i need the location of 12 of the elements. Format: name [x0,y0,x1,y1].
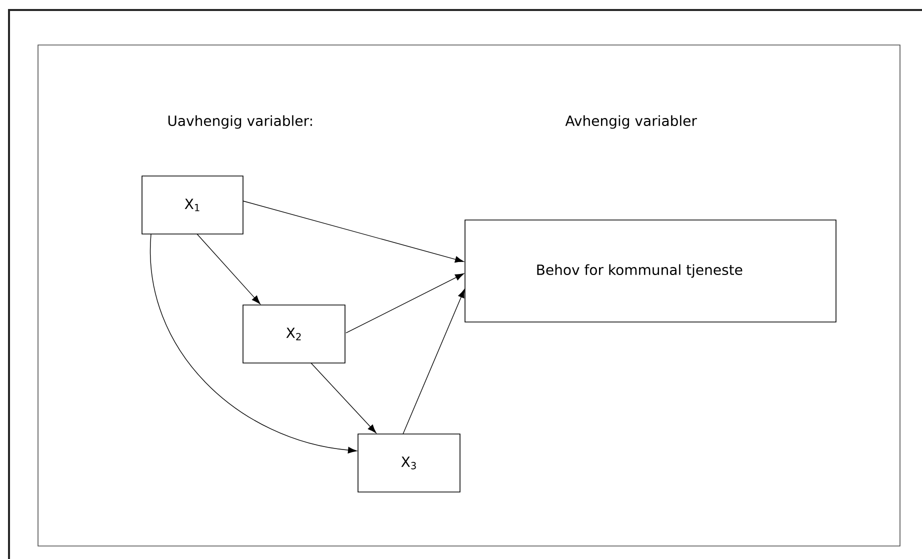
arrow [310,362,376,434]
column-heading: Uavhengig variabler: [168,115,312,129]
arrow [346,273,464,334]
arrow [242,200,464,263]
column-heading: Avhengig variabler [565,115,697,129]
arrow [402,289,465,434]
variable-box: X$_{3}$ [358,434,460,492]
variable-box: Behov for kommunal tjeneste [464,220,836,322]
arrow [150,234,357,454]
arrow [196,234,260,304]
variable-box: X$_{2}$ [242,304,346,364]
variable-box: X$_{1}$ [142,176,244,234]
